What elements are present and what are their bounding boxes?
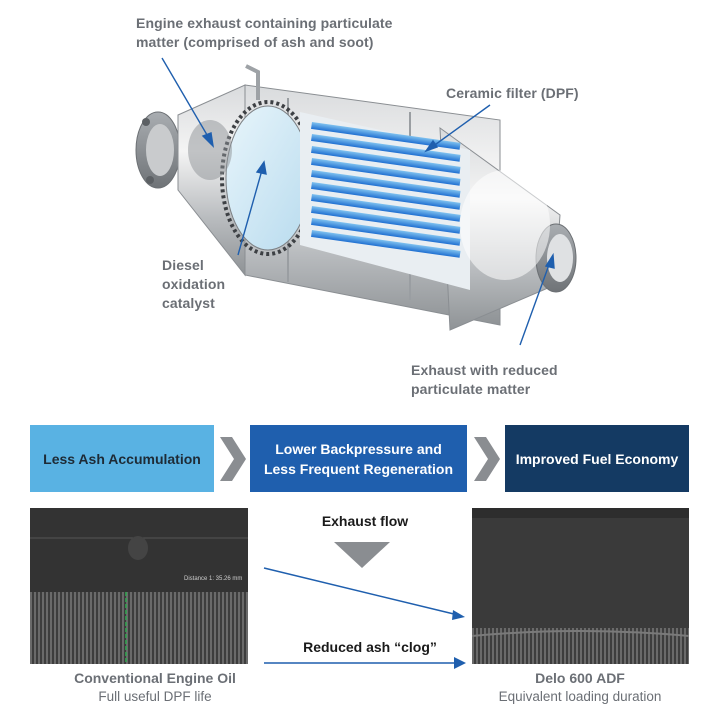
chevron-right-icon	[220, 437, 246, 481]
flow-step-fuel-economy-label: Improved Fuel Economy	[515, 450, 679, 467]
exhaust-flow-label: Exhaust flow	[321, 513, 409, 529]
callout-engine-exhaust-line2: matter (comprised of ash and soot)	[136, 34, 374, 50]
flow-step-lower-backpressure: Lower Backpressure and Less Frequent Reg…	[250, 425, 467, 492]
callout-catalyst-line2: oxidation	[162, 276, 226, 292]
callout-engine-exhaust: Engine exhaust containing particulate ma…	[136, 14, 393, 52]
flow-step-lower-backpressure-line1: Lower Backpressure and	[275, 440, 442, 457]
down-arrow-icon	[334, 542, 390, 568]
flow-step-lower-backpressure-line2: Less Frequent Regeneration	[263, 460, 454, 477]
callout-reduced-exhaust-line2: particulate matter	[411, 381, 531, 397]
scan-readout: Distance 1: 35.26 mm	[184, 576, 242, 582]
flow-step-fuel-economy: Improved Fuel Economy	[505, 425, 689, 492]
caption-delo-title: Delo 600 ADF	[535, 670, 625, 686]
dpf-cutaway-illustration	[135, 57, 577, 346]
ceramic-filter-channels	[188, 112, 550, 290]
chevron-right-icon	[474, 437, 500, 481]
callout-catalyst-line3: catalyst	[162, 295, 215, 311]
xray-delo-600-adf	[472, 508, 689, 664]
flow-step-less-ash: Less Ash Accumulation	[30, 425, 214, 492]
caption-conventional-title: Conventional Engine Oil	[74, 670, 236, 686]
caption-conventional-subtitle: Full useful DPF life	[98, 689, 212, 704]
callout-catalyst: Diesel oxidation catalyst	[162, 256, 225, 313]
inlet-flange	[135, 111, 181, 189]
callout-reduced-exhaust-line1: Exhaust with reduced	[411, 362, 558, 378]
callout-catalyst-line1: Diesel	[162, 257, 204, 273]
reduced-ash-label: Reduced ash “clog”	[303, 639, 437, 655]
xray-conventional-oil: Distance 1: 35.26 mm	[30, 508, 248, 664]
caption-delo-subtitle: Equivalent loading duration	[498, 689, 662, 704]
callout-ceramic-filter: Ceramic filter (DPF)	[446, 85, 579, 101]
callout-reduced-exhaust: Exhaust with reduced particulate matter	[411, 361, 558, 399]
comparison-arrows	[263, 567, 466, 669]
callout-arrows	[161, 57, 555, 346]
callout-engine-exhaust-line1: Engine exhaust containing particulate	[136, 15, 393, 31]
flow-step-less-ash-label: Less Ash Accumulation	[43, 450, 201, 467]
